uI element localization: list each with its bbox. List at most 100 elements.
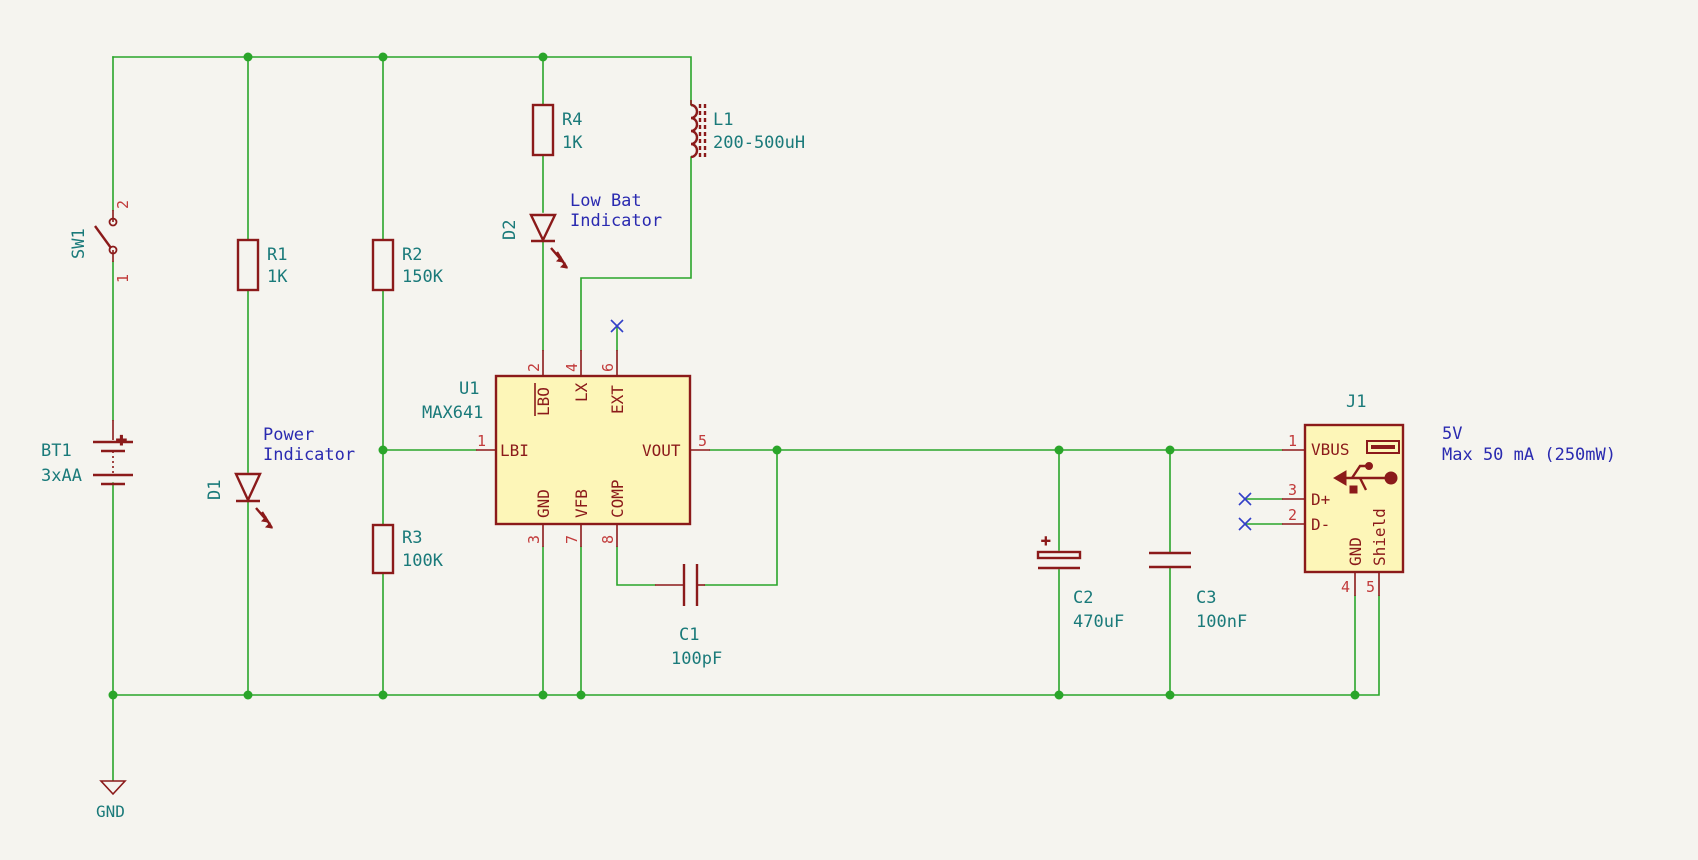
- r1-ref: R1: [267, 245, 287, 265]
- sw1-ref: SW1: [69, 228, 89, 259]
- low-bat-note-line2: Indicator: [570, 211, 662, 231]
- j1-pin-vbus-num: 1: [1288, 432, 1297, 450]
- u1-value: MAX641: [422, 403, 483, 423]
- led-d1[interactable]: D1 Power Indicator: [205, 425, 355, 529]
- usb-connector-j1[interactable]: VBUS D+ D- GND Shield 1 3 2 4 5 J1: [1282, 392, 1405, 596]
- wire-c1-to-vout[interactable]: [704, 449, 778, 586]
- capacitor-c1[interactable]: C1 100pF: [655, 564, 722, 669]
- j1-pin-vbus-name: VBUS: [1311, 440, 1350, 459]
- junction-dot: [378, 690, 388, 700]
- output-note-line1: 5V: [1442, 424, 1462, 444]
- u1-pin-gnd-name: GND: [534, 489, 553, 518]
- j1-ref: J1: [1346, 392, 1366, 412]
- l1-value: 200-500uH: [713, 133, 805, 153]
- u1-pin-lbi-num: 1: [477, 432, 486, 450]
- junction-dot: [243, 690, 253, 700]
- r3-value: 100K: [402, 551, 444, 571]
- junctions: [108, 52, 1360, 700]
- junction-dot: [772, 445, 782, 455]
- low-bat-note-line1: Low Bat: [570, 191, 642, 211]
- u1-pin-vout-name: VOUT: [642, 441, 681, 460]
- wire-j1-shield[interactable]: [1354, 595, 1380, 696]
- junction-dot: [538, 52, 548, 62]
- resistor-r3[interactable]: R3 100K: [371, 523, 444, 575]
- j1-pin-dminus-name: D-: [1311, 515, 1330, 534]
- output-note-line2: Max 50 mA (250mW): [1442, 445, 1616, 465]
- c2-value: 470uF: [1073, 612, 1124, 632]
- capacitor-c2[interactable]: + C2 470uF: [1036, 531, 1124, 632]
- c1-value: 100pF: [671, 649, 722, 669]
- u1-pin-vout-num: 5: [698, 432, 707, 450]
- wire-comp-to-c1[interactable]: [616, 546, 656, 586]
- resistor-r1[interactable]: R1 1K: [236, 238, 288, 292]
- junction-dot: [538, 690, 548, 700]
- capacitor-c3[interactable]: C3 100nF: [1149, 551, 1247, 632]
- r3-ref: R3: [402, 528, 422, 548]
- u1-ref: U1: [459, 379, 479, 399]
- c3-value: 100nF: [1196, 612, 1247, 632]
- no-connect-usb-data: [1238, 492, 1252, 531]
- led-d2[interactable]: D2 Low Bat Indicator: [500, 191, 662, 269]
- j1-pin-shield-num: 5: [1366, 578, 1375, 596]
- u1-pin-vfb-num: 7: [563, 535, 581, 544]
- c2-plus-sign: +: [1041, 531, 1051, 550]
- j1-pin-shield-name: Shield: [1370, 508, 1389, 566]
- usb-port-icon: [1366, 440, 1400, 454]
- j1-pin-gnd-num: 4: [1341, 578, 1350, 596]
- u1-pin-ext-num: 6: [599, 363, 617, 372]
- junction-dot: [1165, 690, 1175, 700]
- junction-dot: [576, 690, 586, 700]
- ic-u1[interactable]: LBO LX EXT LBI VOUT GND VFB COMP 2 4 6 1…: [422, 350, 710, 547]
- junction-dot: [1165, 445, 1175, 455]
- bt1-plus-sign: +: [116, 430, 127, 451]
- u1-pin-comp-num: 8: [599, 535, 617, 544]
- resistor-r2[interactable]: R2 150K: [371, 238, 444, 292]
- battery-bt1[interactable]: + BT1 3xAA: [41, 420, 133, 486]
- no-connect-ext: [610, 319, 624, 333]
- inductor-l1[interactable]: L1 200-500uH: [690, 100, 805, 159]
- sw1-pin1-num: 1: [114, 274, 132, 283]
- resistor-r4[interactable]: R4 1K: [531, 103, 583, 157]
- junction-dot: [243, 52, 253, 62]
- c2-ref: C2: [1073, 588, 1093, 608]
- c3-ref: C3: [1196, 588, 1216, 608]
- junction-dot: [1054, 690, 1064, 700]
- ground-label: GND: [96, 802, 125, 821]
- u1-pin-vfb-name: VFB: [572, 489, 591, 518]
- r1-value: 1K: [267, 267, 288, 287]
- r4-ref: R4: [562, 110, 582, 130]
- switch-sw1[interactable]: SW1 1 2: [69, 200, 132, 283]
- junction-dot: [108, 690, 118, 700]
- wire-l1-to-lx[interactable]: [580, 156, 692, 351]
- junction-dot: [1054, 445, 1064, 455]
- usb-port-icon-fill: [1371, 445, 1395, 449]
- d2-ref: D2: [500, 220, 520, 240]
- u1-pin-gnd-num: 3: [525, 535, 543, 544]
- j1-pin-gnd-name: GND: [1346, 537, 1365, 566]
- junction-dot: [1350, 690, 1360, 700]
- sw1-pin2-num: 2: [114, 200, 132, 209]
- wires: [112, 56, 1380, 781]
- power-indicator-note-line1: Power: [263, 425, 314, 445]
- j1-pin-dplus-num: 3: [1288, 481, 1297, 499]
- usb-trident-icon: [1333, 462, 1398, 494]
- r2-ref: R2: [402, 245, 422, 265]
- l1-ref: L1: [713, 110, 733, 130]
- r2-value: 150K: [402, 267, 444, 287]
- d1-ref: D1: [205, 480, 225, 500]
- c1-ref: C1: [679, 625, 699, 645]
- junction-dot: [378, 445, 388, 455]
- u1-pin-lbi-name: LBI: [500, 441, 529, 460]
- output-note: 5V Max 50 mA (250mW): [1442, 424, 1616, 465]
- u1-pin-comp-name: COMP: [608, 479, 627, 518]
- u1-pin-lbo-num: 2: [525, 363, 543, 372]
- ground-symbol: GND: [96, 780, 127, 821]
- wire-top-rail[interactable]: [112, 56, 692, 106]
- u1-pin-lx-name: LX: [572, 382, 591, 402]
- u1-pin-lbo-name: LBO: [534, 387, 553, 416]
- u1-pin-ext-name: EXT: [608, 385, 627, 414]
- power-indicator-note-line2: Indicator: [263, 445, 355, 465]
- j1-pin-dminus-num: 2: [1288, 506, 1297, 524]
- junction-dot: [378, 52, 388, 62]
